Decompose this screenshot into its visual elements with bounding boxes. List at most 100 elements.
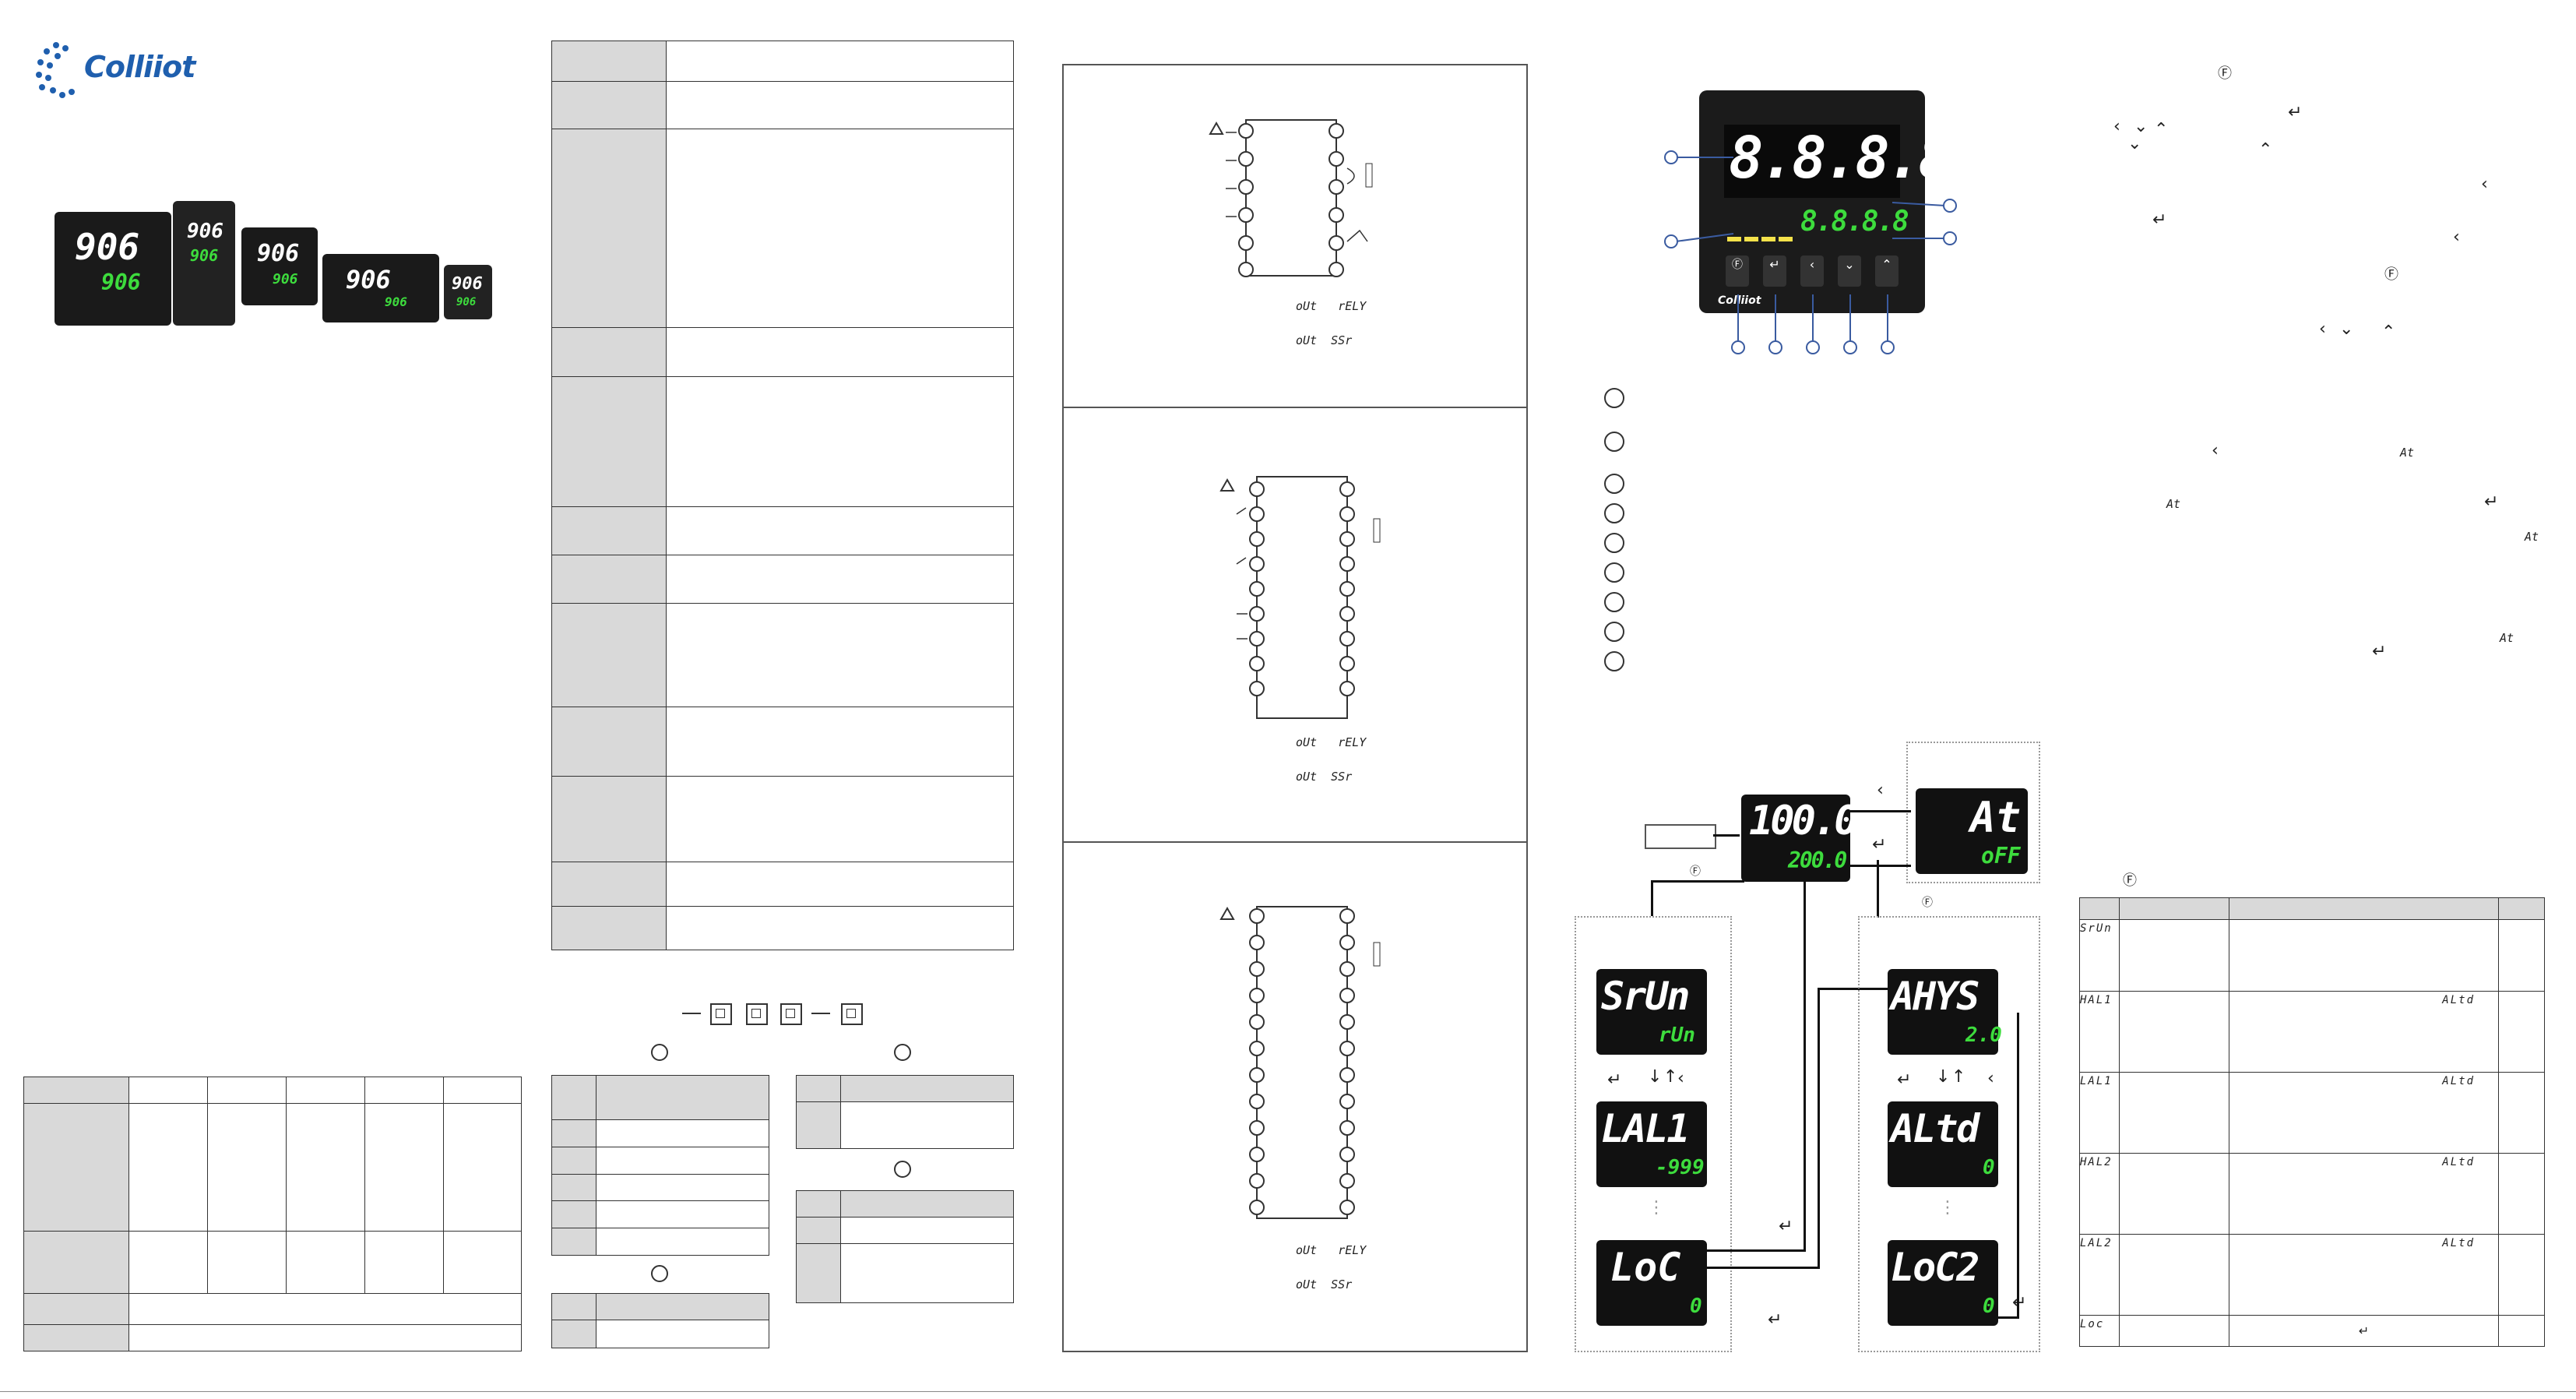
legend-circle xyxy=(1604,651,1624,671)
flow-at-top: At xyxy=(1970,793,2022,842)
flow-main-pv: 100.0 xyxy=(1749,798,1859,844)
flow-at-group xyxy=(1906,742,2040,883)
g2-d3-bottom: 0 xyxy=(1983,1295,1995,1318)
up-button[interactable]: ⌃ xyxy=(1875,255,1899,287)
product-unit-4: 906 906 xyxy=(322,254,439,322)
g2-d2-bottom: 0 xyxy=(1983,1156,1995,1179)
chevron-down-icon: ⌄ xyxy=(2134,117,2148,136)
param-code: LAL2 xyxy=(2080,1237,2113,1249)
g1-d2-bottom: -999 xyxy=(1656,1156,1705,1179)
label-rely: rELY xyxy=(1338,1243,1367,1257)
flow-g1-display-2: LAL1 -999 xyxy=(1596,1101,1707,1187)
product-photo: 906 906 906 906 906 906 906 906 906 906 xyxy=(55,201,492,326)
enter-icon: ↵ xyxy=(1768,1310,1782,1330)
product-unit-2: 906 906 xyxy=(173,201,235,326)
chevron-left-icon: ‹ xyxy=(2212,441,2219,460)
label-out: oUt xyxy=(1296,1243,1318,1257)
product-unit-5: 906 906 xyxy=(444,265,492,319)
flow-main-sv: 200.0 xyxy=(1788,848,1847,873)
unit1-sv: 906 xyxy=(101,270,141,295)
g1-d2-top: LAL1 xyxy=(1601,1106,1690,1151)
small-table-a xyxy=(551,1074,769,1256)
label-out: oUt xyxy=(1296,299,1318,313)
page-footer-rule xyxy=(0,1391,2576,1392)
marker-circle xyxy=(894,1161,911,1178)
brand-name: Colliiot xyxy=(84,50,195,84)
param-note: ALtd xyxy=(2442,1075,2475,1087)
f-key-button[interactable]: Ⓕ xyxy=(1726,255,1749,287)
flow-g1-display-3: LoC 0 xyxy=(1596,1240,1707,1326)
enter-icon: ↵ xyxy=(2152,210,2167,230)
f-key-icon: Ⓕ xyxy=(2218,65,2232,82)
chevron-down-icon: ⌄ xyxy=(2339,319,2354,339)
g1-d3-top: LoC xyxy=(1610,1245,1681,1290)
wiring-diagram-1 xyxy=(1209,119,1373,277)
unit3-sv: 906 xyxy=(273,271,298,287)
flow-g2-display-3: LoC2 0 xyxy=(1888,1240,1998,1326)
chevron-down-icon: ⌄ xyxy=(2127,134,2142,153)
param-code: LAL1 xyxy=(2080,1075,2113,1087)
f-key-icon: Ⓕ xyxy=(1922,897,1933,909)
spec-table-1 xyxy=(23,1077,522,1351)
down-button[interactable]: ⌄ xyxy=(1838,255,1861,287)
label-ssr: SSr xyxy=(1331,1277,1353,1292)
enter-icon: ↵ xyxy=(2012,1293,2027,1313)
enter-button[interactable]: ↵ xyxy=(1763,255,1786,287)
enter-icon: ↵ xyxy=(2288,103,2303,122)
f-key-icon: Ⓕ xyxy=(2384,266,2398,283)
unit4-sv: 906 xyxy=(385,294,407,309)
chevron-up-icon: ⌃ xyxy=(2154,120,2169,139)
param-note: ALtd xyxy=(2442,1237,2475,1249)
f-key-icon: Ⓕ xyxy=(1690,865,1701,878)
legend-circle xyxy=(1604,533,1624,553)
legend-circle xyxy=(1604,432,1624,452)
logo-dots-icon xyxy=(36,42,83,98)
front-sv: 8.8.8.8 xyxy=(1800,206,1909,238)
at-label: At xyxy=(2400,446,2415,460)
legend-circle xyxy=(1604,592,1624,612)
left-button[interactable]: ‹ xyxy=(1800,255,1824,287)
unit5-pv: 906 xyxy=(452,274,483,294)
wiring1-out-relay: oUt rELY xyxy=(1296,299,1366,313)
unit2-sv: 906 xyxy=(190,246,219,265)
front-panel: 8.8.8.8 8.8.8.8 Ⓕ ↵ ‹ ⌄ ⌃ Colliiot xyxy=(1699,90,1953,313)
arrow-up-icon: ↑ xyxy=(1951,1067,1966,1087)
flow-group-1 xyxy=(1575,916,1732,1352)
wiring2-out-relay: oUt rELY xyxy=(1296,735,1366,749)
label-rely: rELY xyxy=(1338,735,1367,749)
param-code: HAL2 xyxy=(2080,1156,2113,1168)
flow-start-box xyxy=(1645,824,1716,849)
arrow-up-icon: ↑ xyxy=(1663,1067,1678,1087)
legend-circle xyxy=(1604,503,1624,523)
marker-circle xyxy=(651,1265,668,1282)
param-note: ALtd xyxy=(2442,1156,2475,1168)
chevron-left-icon: ‹ xyxy=(1877,781,1884,800)
legend-circle xyxy=(1604,622,1624,642)
flow-g1-display-1: SrUn rUn xyxy=(1596,969,1707,1055)
label-ssr: SSr xyxy=(1331,770,1353,784)
label-rely: rELY xyxy=(1338,299,1367,313)
wiring-divider xyxy=(1062,841,1526,843)
wiring3-out-relay: oUt rELY xyxy=(1296,1243,1366,1257)
unit4-pv: 906 xyxy=(346,265,391,294)
spec-table-2 xyxy=(551,40,1014,951)
flow-group-2 xyxy=(1858,916,2040,1352)
wiring1-out-ssr: oUt SSr xyxy=(1296,333,1352,347)
at-label: At xyxy=(2500,631,2514,645)
front-brand: Colliiot xyxy=(1718,294,1761,307)
small-table-c xyxy=(796,1190,1014,1303)
g1-d1-bottom: rUn xyxy=(1659,1024,1695,1047)
wiring-divider xyxy=(1062,407,1526,408)
enter-icon: ↵ xyxy=(1779,1217,1793,1236)
small-table-b xyxy=(796,1075,1014,1149)
at-label: At xyxy=(2166,497,2181,511)
legend-circle xyxy=(1604,388,1624,408)
unit5-sv: 906 xyxy=(456,296,477,308)
enter-icon: ↵ xyxy=(2372,642,2387,661)
f-key-icon: Ⓕ xyxy=(2123,872,2137,889)
wiring-diagram-3 xyxy=(1219,906,1381,1219)
flow-g2-display-2: ALtd 0 xyxy=(1888,1101,1998,1187)
front-panel-callouts xyxy=(1664,150,1957,354)
label-out: oUt xyxy=(1296,770,1318,784)
at-label: At xyxy=(2525,530,2539,544)
